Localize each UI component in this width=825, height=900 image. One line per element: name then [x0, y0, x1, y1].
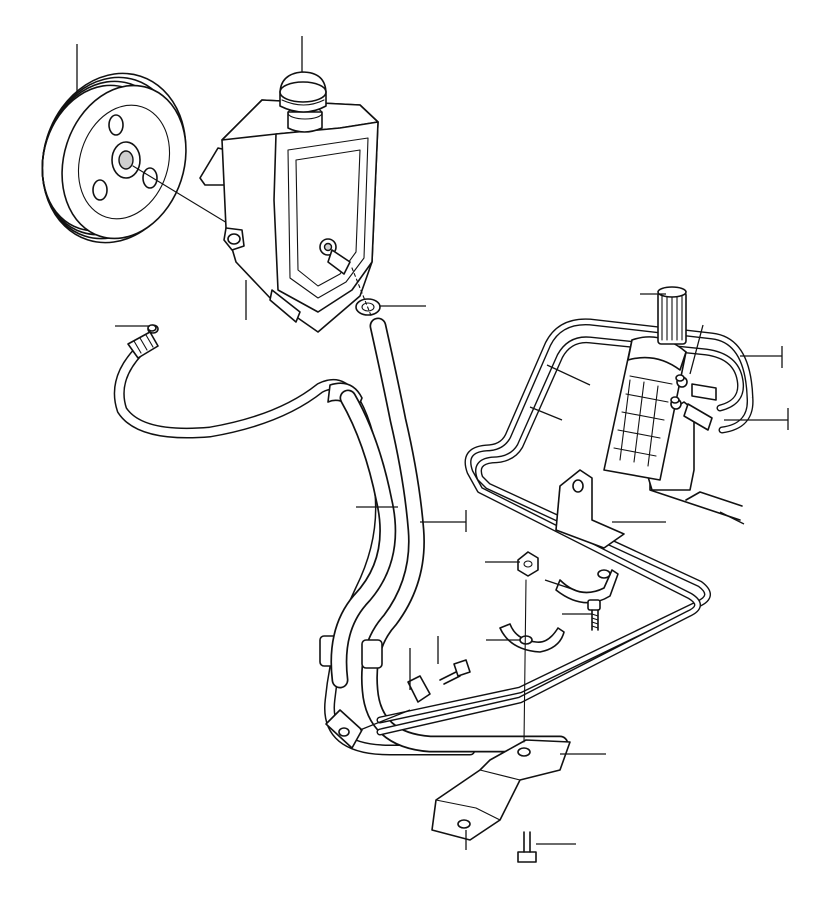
pulley	[41, 72, 233, 244]
fasteners	[147, 324, 685, 863]
callout-12	[546, 364, 591, 386]
callout-9	[689, 324, 704, 375]
callout-21	[359, 709, 411, 731]
mount-bracket	[431, 739, 571, 841]
callout-leaders	[76, 36, 789, 850]
support-bracket	[555, 469, 625, 549]
pipe-bundle	[376, 318, 754, 736]
callout-25	[719, 511, 745, 525]
reservoir	[199, 71, 379, 333]
steering-gear	[603, 286, 743, 521]
callout-16	[544, 579, 576, 591]
pipe-clamp	[325, 569, 619, 749]
return-hose	[330, 267, 569, 753]
callout-13	[529, 406, 563, 421]
